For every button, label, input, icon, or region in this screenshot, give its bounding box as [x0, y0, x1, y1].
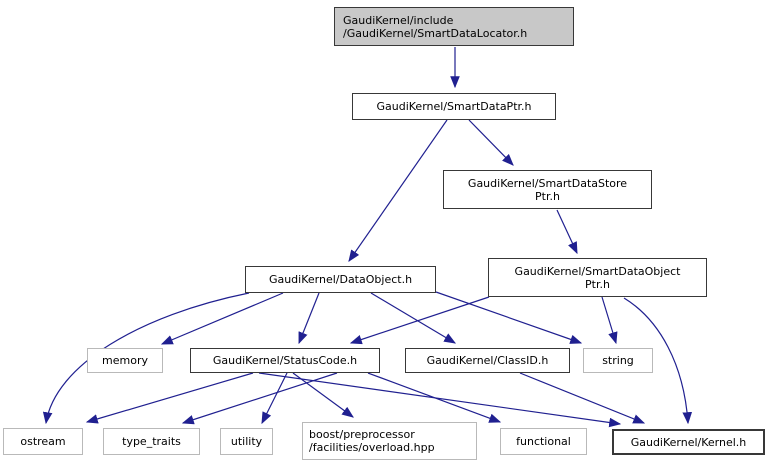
node-label-line: boost/preprocessor	[309, 428, 415, 441]
node-statuscode[interactable]: GaudiKernel/StatusCode.h	[190, 348, 380, 373]
node-smartdataobjectptr[interactable]: GaudiKernel/SmartDataObject Ptr.h	[488, 258, 707, 297]
node-label-line: GaudiKernel/DataObject.h	[268, 273, 413, 286]
node-label-line: type_traits	[122, 435, 181, 448]
node-kernel[interactable]: GaudiKernel/Kernel.h	[612, 429, 765, 455]
node-label-line: Ptr.h	[585, 277, 610, 291]
node-label-line: GaudiKernel/SmartDataObject	[514, 264, 681, 278]
node-dataobject[interactable]: GaudiKernel/DataObject.h	[245, 266, 436, 293]
edge-dataobj-to-memory	[160, 292, 284, 345]
node-memory: memory	[87, 348, 163, 373]
edge-ptr-to-store	[468, 119, 514, 166]
edge-dataobj-to-classid	[370, 292, 457, 344]
edge-objptr-to-kernel	[623, 297, 693, 425]
edge-objptr-to-statuscode	[349, 296, 490, 345]
node-label-line: /GaudiKernel/SmartDataLocator.h	[343, 26, 528, 40]
edge-statuscode-to-kernel	[258, 372, 622, 428]
node-label-line: ostream	[20, 435, 66, 448]
node-label-line: GaudiKernel/Kernel.h	[630, 435, 747, 449]
node-label-line: GaudiKernel/SmartDataStore	[467, 176, 628, 190]
edge-ptr-to-dataobj	[348, 119, 448, 262]
edge-statuscode-to-ostream	[85, 372, 254, 424]
edge-dataobj-to-statuscode	[298, 292, 320, 345]
edge-dataobj-to-ostream	[42, 292, 250, 425]
node-string: string	[583, 348, 653, 373]
edge-statuscode-to-typetraits	[181, 372, 338, 425]
edge-dataobj-to-string	[435, 291, 583, 344]
node-smartdataptr[interactable]: GaudiKernel/SmartDataPtr.h	[352, 93, 556, 120]
node-label-line: utility	[230, 435, 263, 448]
edge-classid-to-kernel	[519, 372, 646, 424]
node-ostream: ostream	[3, 428, 83, 455]
node-label-line: /facilities/overload.hpp	[309, 441, 435, 454]
edge-statuscode-to-boost	[292, 372, 354, 418]
node-utility: utility	[220, 428, 273, 455]
node-smartdatastoreptr[interactable]: GaudiKernel/SmartDataStore Ptr.h	[443, 170, 652, 209]
edge-store-to-objptr	[556, 209, 578, 255]
node-label-line: Ptr.h	[535, 189, 560, 203]
node-label-line: GaudiKernel/StatusCode.h	[212, 354, 358, 367]
node-type-traits: type_traits	[103, 428, 200, 455]
node-label-line: string	[602, 354, 634, 367]
node-classid[interactable]: GaudiKernel/ClassID.h	[405, 348, 570, 373]
node-boost-preprocessor-overload: boost/preprocessor /facilities/overload.…	[302, 422, 477, 460]
node-functional: functional	[500, 428, 587, 455]
node-label-line: functional	[516, 435, 571, 448]
node-label-line: GaudiKernel/include	[343, 13, 454, 27]
edge-objptr-to-string	[601, 296, 618, 345]
node-label-line: memory	[102, 354, 148, 367]
edge-statuscode-to-utility	[261, 372, 288, 425]
node-label-line: GaudiKernel/SmartDataPtr.h	[376, 100, 532, 113]
node-smartdatalocator-current-file: GaudiKernel/include /GaudiKernel/SmartDa…	[334, 7, 574, 46]
node-label-line: GaudiKernel/ClassID.h	[426, 354, 549, 367]
